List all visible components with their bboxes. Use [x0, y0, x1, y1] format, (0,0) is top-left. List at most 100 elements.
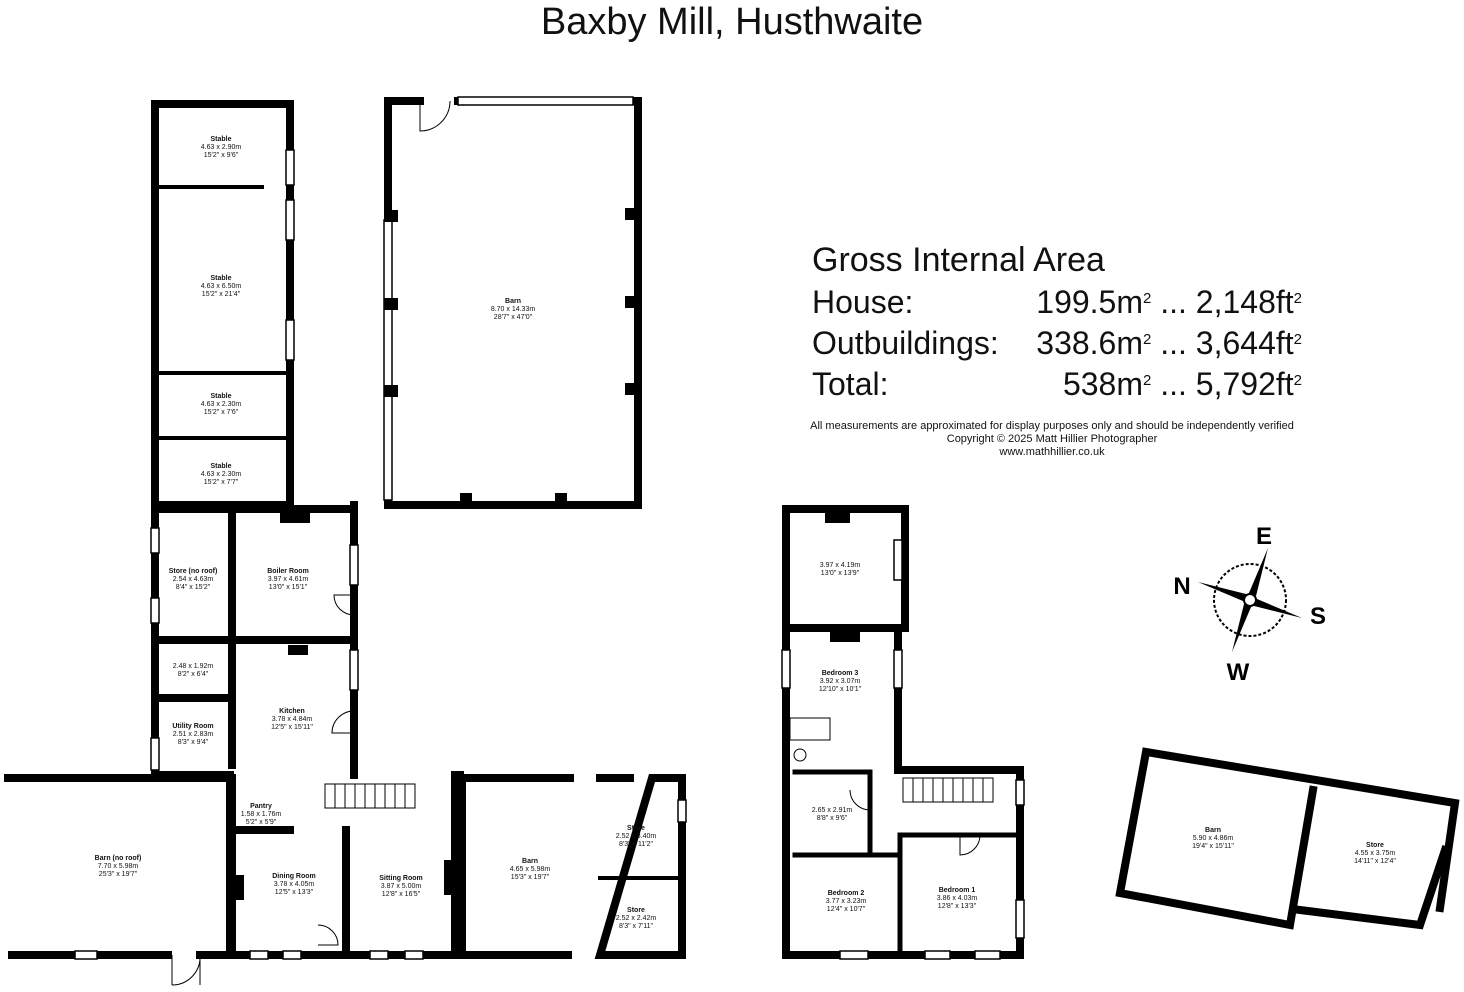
- pillar-barn-8: [555, 493, 567, 505]
- room-metric: 1.58 x 1.76m: [241, 811, 282, 818]
- room-imperial: 15'2" x 7'6": [204, 409, 239, 416]
- room-metric: 3.92 x 3.07m: [820, 678, 861, 685]
- page-title: Baxby Mill, Husthwaite: [540, 1, 924, 43]
- website-text: www.mathhillier.co.uk: [999, 446, 1105, 458]
- area-separator: ...: [1151, 366, 1196, 402]
- room-imperial: 8'4" x 15'2": [176, 584, 211, 591]
- area-metric: 338.6m: [1036, 325, 1143, 361]
- room-imperial: 12'5" x 13'3": [275, 889, 314, 896]
- area-imperial-squared: 2: [1293, 331, 1302, 348]
- window-bedroom3-right: [893, 649, 903, 689]
- copyright-text: Copyright © 2025 Matt Hillier Photograph…: [946, 433, 1158, 445]
- area-value: 338.6m2 ... 3,644ft2: [1036, 323, 1302, 364]
- room-imperial: 15'2" x 9'6": [204, 152, 239, 159]
- window-stable-1: [285, 149, 295, 186]
- room-metric: 3.86 x 4.03m: [937, 895, 978, 902]
- window-sitting-1: [369, 950, 389, 960]
- room-metric: 4.63 x 2.30m: [201, 471, 242, 478]
- area-row: House: 199.5m2 ... 2,148ft2: [812, 282, 1312, 323]
- room-metric: 5.90 x 4.86m: [1193, 835, 1234, 842]
- room-name: Barn: [1205, 827, 1221, 834]
- area-label: House:: [812, 284, 914, 320]
- area-metric: 538m: [1062, 366, 1143, 402]
- pillar-barn-4: [625, 208, 639, 220]
- area-metric: 199.5m: [1036, 284, 1143, 320]
- room-metric: 4.55 x 3.75m: [1355, 850, 1396, 857]
- room-imperial: 15'3" x 19'7": [511, 874, 550, 881]
- room-metric: 2.52 x 2.42m: [616, 915, 657, 922]
- room-imperial: 12'10" x 10'1": [819, 686, 862, 693]
- door-kitchen: [331, 710, 355, 734]
- east-barn-walls: [1115, 747, 1460, 930]
- room-imperial: 14'11" x 12'4": [1354, 858, 1396, 865]
- window-dining-1: [249, 950, 269, 960]
- room-imperial: 15'2" x 21'4": [202, 291, 241, 298]
- area-imperial: 5,792ft: [1195, 366, 1294, 402]
- room-metric: 3.77 x 3.23m: [826, 898, 867, 905]
- room-imperial: 12'8" x 16'5": [382, 891, 421, 898]
- window-bedroom3-left: [781, 649, 791, 689]
- room-metric: 4.63 x 6.50m: [201, 283, 242, 290]
- pillar-barn-2: [384, 298, 398, 310]
- toilet: [793, 748, 807, 762]
- compass-ring: [1213, 563, 1287, 637]
- area-row: Total:538m2 ... 5,792ft2: [812, 364, 1312, 405]
- room-imperial: 8'3" x 9'4": [178, 739, 209, 746]
- room-name: Store: [627, 825, 645, 832]
- room-name: Boiler Room: [267, 568, 309, 575]
- window-kitchen: [349, 649, 359, 691]
- room-imperial: 13'0" x 13'9": [821, 570, 860, 577]
- compass-s: S: [1310, 603, 1326, 630]
- stairs-first-treads: [912, 778, 984, 802]
- window-bedroom2: [839, 950, 869, 960]
- compass-e: E: [1256, 523, 1272, 550]
- room-name: Stable: [210, 463, 231, 470]
- room-metric: 3.97 x 4.19m: [820, 562, 861, 569]
- area-imperial: 2,148ft: [1195, 284, 1294, 320]
- area-value: 199.5m2 ... 2,148ft2: [1036, 282, 1302, 323]
- room-name: Kitchen: [279, 708, 305, 715]
- room-name: Bedroom 1: [939, 887, 976, 894]
- compass-center: [1243, 593, 1257, 607]
- stables-walls: [151, 100, 294, 509]
- room-name: Stable: [210, 275, 231, 282]
- window-upper-room: [893, 539, 903, 581]
- area-metric-squared: 2: [1143, 372, 1152, 389]
- stairs-first: [902, 777, 994, 803]
- window-small-store: [677, 799, 687, 823]
- area-metric-squared: 2: [1143, 331, 1152, 348]
- room-imperial: 8'2" x 6'4": [178, 671, 209, 678]
- room-imperial: 12'4" x 10'7": [827, 906, 866, 913]
- window-bedroom1-1: [924, 950, 951, 960]
- room-metric: 4.63 x 2.30m: [201, 401, 242, 408]
- room-imperial: 8'8" x 9'6": [817, 815, 848, 822]
- room-metric: 4.65 x 5.98m: [510, 866, 551, 873]
- room-imperial: 28'7" x 47'0": [494, 314, 533, 321]
- room-name: Barn (no roof): [95, 855, 142, 862]
- area-imperial: 3,644ft: [1195, 325, 1294, 361]
- chimney-dining: [236, 875, 244, 900]
- window-barn-no-roof: [74, 950, 98, 960]
- compass-w: W: [1227, 659, 1250, 686]
- window-stable-3: [285, 319, 295, 361]
- area-separator: ...: [1151, 325, 1196, 361]
- stairs-ground-treads: [334, 784, 406, 808]
- room-metric: 2.65 x 2.91m: [812, 807, 853, 814]
- room-name: Barn: [505, 298, 521, 305]
